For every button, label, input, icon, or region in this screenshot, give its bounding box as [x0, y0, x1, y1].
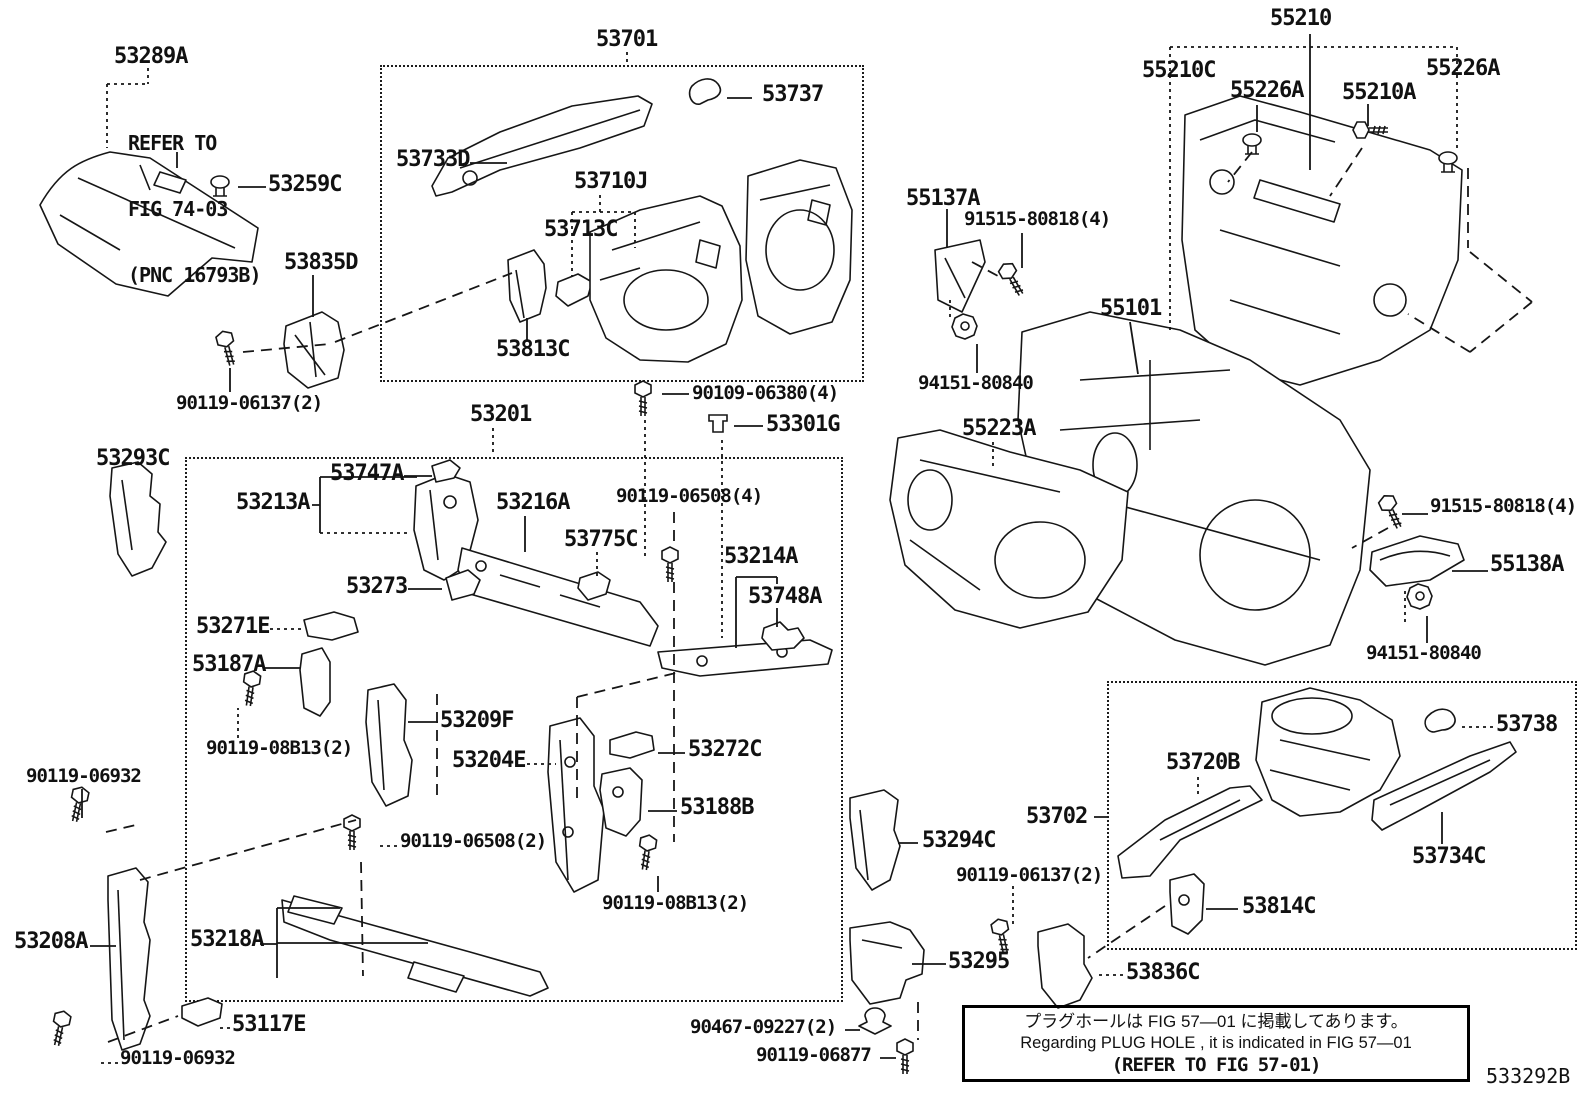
part-label-9011908B132: 90119-08B13(2): [206, 737, 353, 759]
part-label-53187A: 53187A: [192, 652, 266, 677]
part-label-53747A: 53747A: [330, 461, 404, 486]
plug-hole-note-jp: プラグホールは FIG 57—01 に掲載してあります。: [1024, 1012, 1408, 1031]
part-label-53259C: 53259C: [268, 172, 342, 197]
part-label-53272C: 53272C: [688, 737, 762, 762]
part-label-53214A: 53214A: [724, 544, 798, 569]
part-label-53301G: 53301G: [766, 412, 840, 437]
part-label-53209F: 53209F: [440, 708, 514, 733]
part-label-53813C: 53813C: [496, 337, 570, 362]
part-label-53117E: 53117E: [232, 1012, 306, 1037]
part-sketch-55223A: [889, 429, 1129, 629]
part-label-53738: 53738: [1496, 712, 1558, 737]
part-label-53188B: 53188B: [680, 795, 754, 820]
part-sketch-55101: [1017, 311, 1371, 666]
part-label-9011908B132: 90119-08B13(2): [602, 892, 749, 914]
part-label-53289A: 53289A: [114, 44, 188, 69]
part-label-53720B: 53720B: [1166, 750, 1240, 775]
part-label-91515808184: 91515-80818(4): [1430, 495, 1577, 517]
part-label-55226A: 55226A: [1230, 78, 1304, 103]
part-sketch-53293C: [109, 461, 167, 577]
part-label-53218A: 53218A: [190, 927, 264, 952]
part-label-9415180840: 94151-80840: [918, 372, 1034, 394]
part-label-53710J: 53710J: [574, 169, 648, 194]
part-label-53271E: 53271E: [196, 614, 270, 639]
part-label-55210C: 55210C: [1142, 58, 1216, 83]
part-label-90119061372: 90119-06137(2): [176, 392, 323, 414]
part-label-53701: 53701: [596, 27, 658, 52]
part-label-55223A: 55223A: [962, 416, 1036, 441]
part-label-55210: 55210: [1270, 6, 1332, 31]
part-label-9011906932: 90119-06932: [120, 1047, 236, 1069]
refer-note-line1: REFER TO: [128, 131, 217, 155]
part-sketch-53294C: [849, 789, 901, 891]
part-label-55101: 55101: [1100, 296, 1162, 321]
part-label-90119065082: 90119-06508(2): [400, 830, 547, 852]
part-label-55137A: 55137A: [906, 186, 980, 211]
plug-hole-note-ref: (REFER TO FIG 57-01): [1111, 1054, 1322, 1076]
part-label-9011906932: 90119-06932: [26, 765, 142, 787]
part-label-55226A: 55226A: [1426, 56, 1500, 81]
part-label-55210A: 55210A: [1342, 80, 1416, 105]
part-sketch-53835D: [283, 311, 345, 389]
plug-hole-note-box: プラグホールは FIG 57—01 に掲載してあります。 Regarding P…: [962, 1005, 1470, 1082]
part-label-53836C: 53836C: [1126, 960, 1200, 985]
part-label-53273: 53273: [346, 574, 408, 599]
assembly-box-53201: [185, 457, 843, 1002]
part-label-53216A: 53216A: [496, 490, 570, 515]
part-label-53201: 53201: [470, 402, 532, 427]
part-sketch-55210: [1181, 95, 1463, 386]
part-label-91515808184: 91515-80818(4): [964, 208, 1111, 230]
part-label-90109063804: 90109-06380(4): [692, 382, 839, 404]
figure-code: 533292B: [1486, 1064, 1571, 1088]
part-label-53294C: 53294C: [922, 828, 996, 853]
part-label-53814C: 53814C: [1242, 894, 1316, 919]
part-sketch-55137A: [934, 239, 986, 313]
refer-note-line2: FIG 74-03: [128, 197, 228, 221]
refer-note: REFER TO FIG 74-03 (PNC 16793B): [128, 88, 261, 330]
part-label-53748A: 53748A: [748, 584, 822, 609]
part-label-90119061372: 90119-06137(2): [956, 864, 1103, 886]
part-label-53733D: 53733D: [396, 147, 470, 172]
part-label-53702: 53702: [1026, 804, 1088, 829]
part-label-53737: 53737: [762, 82, 824, 107]
part-label-53208A: 53208A: [14, 929, 88, 954]
part-label-90119065084: 90119-06508(4): [616, 485, 763, 507]
part-label-90467092272: 90467-09227(2): [690, 1016, 837, 1038]
part-label-53713C: 53713C: [544, 217, 618, 242]
part-sketch-55138A: [1369, 535, 1465, 587]
part-sketch-53295: [849, 921, 925, 1005]
assembly-box-53701: [380, 65, 864, 382]
part-label-53835D: 53835D: [284, 250, 358, 275]
part-label-53734C: 53734C: [1412, 844, 1486, 869]
part-label-53213A: 53213A: [236, 490, 310, 515]
part-sketch-53117E: [181, 997, 223, 1027]
part-label-9415180840: 94151-80840: [1366, 642, 1482, 664]
plug-hole-note-en: Regarding PLUG HOLE , it is indicated in…: [1020, 1034, 1412, 1052]
part-sketch-53208A: [107, 867, 151, 1051]
part-label-53293C: 53293C: [96, 446, 170, 471]
part-sketch-90467-clip: [858, 1007, 892, 1035]
part-sketch-53836C: [1037, 923, 1093, 1009]
part-label-9011906877: 90119-06877: [756, 1044, 872, 1066]
part-label-53295: 53295: [948, 949, 1010, 974]
part-label-53204E: 53204E: [452, 748, 526, 773]
part-label-53775C: 53775C: [564, 527, 638, 552]
refer-note-line3: (PNC 16793B): [128, 263, 261, 287]
part-label-55138A: 55138A: [1490, 552, 1564, 577]
